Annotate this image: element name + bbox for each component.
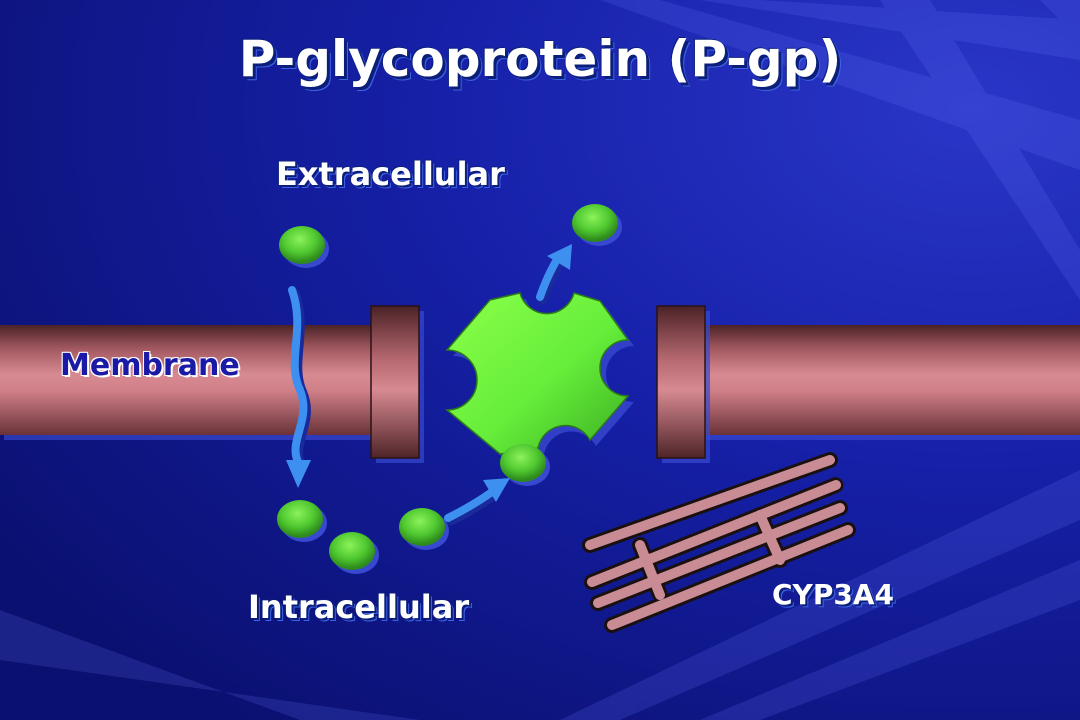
extracellular-label: Extracellular — [276, 155, 505, 193]
slide-title: P-glycoprotein (P-gp) — [238, 30, 842, 88]
diffusion-arrow — [286, 286, 311, 488]
drug-molecule-bound — [500, 444, 550, 486]
membrane-label: Membrane — [60, 348, 240, 383]
cyp3a4-label: CYP3A4 — [772, 578, 894, 611]
drug-molecule-intracellular-2 — [329, 532, 379, 574]
channel-block-left — [370, 305, 424, 463]
cyp3a4-enzyme — [582, 452, 856, 633]
drug-molecule-intracellular-3 — [399, 508, 449, 550]
efflux-arrow — [536, 244, 572, 305]
pgp-transporter-shape — [444, 292, 634, 460]
membrane-right — [700, 325, 1080, 440]
drug-molecule-extracellular-left — [279, 226, 329, 268]
membrane-left — [0, 325, 380, 440]
intracellular-label: Intracellular — [248, 588, 470, 626]
channel-block-right — [656, 305, 710, 463]
uptake-arrow — [444, 478, 510, 526]
drug-molecule-extracellular-right — [572, 204, 622, 246]
drug-molecule-intracellular-1 — [277, 500, 327, 542]
